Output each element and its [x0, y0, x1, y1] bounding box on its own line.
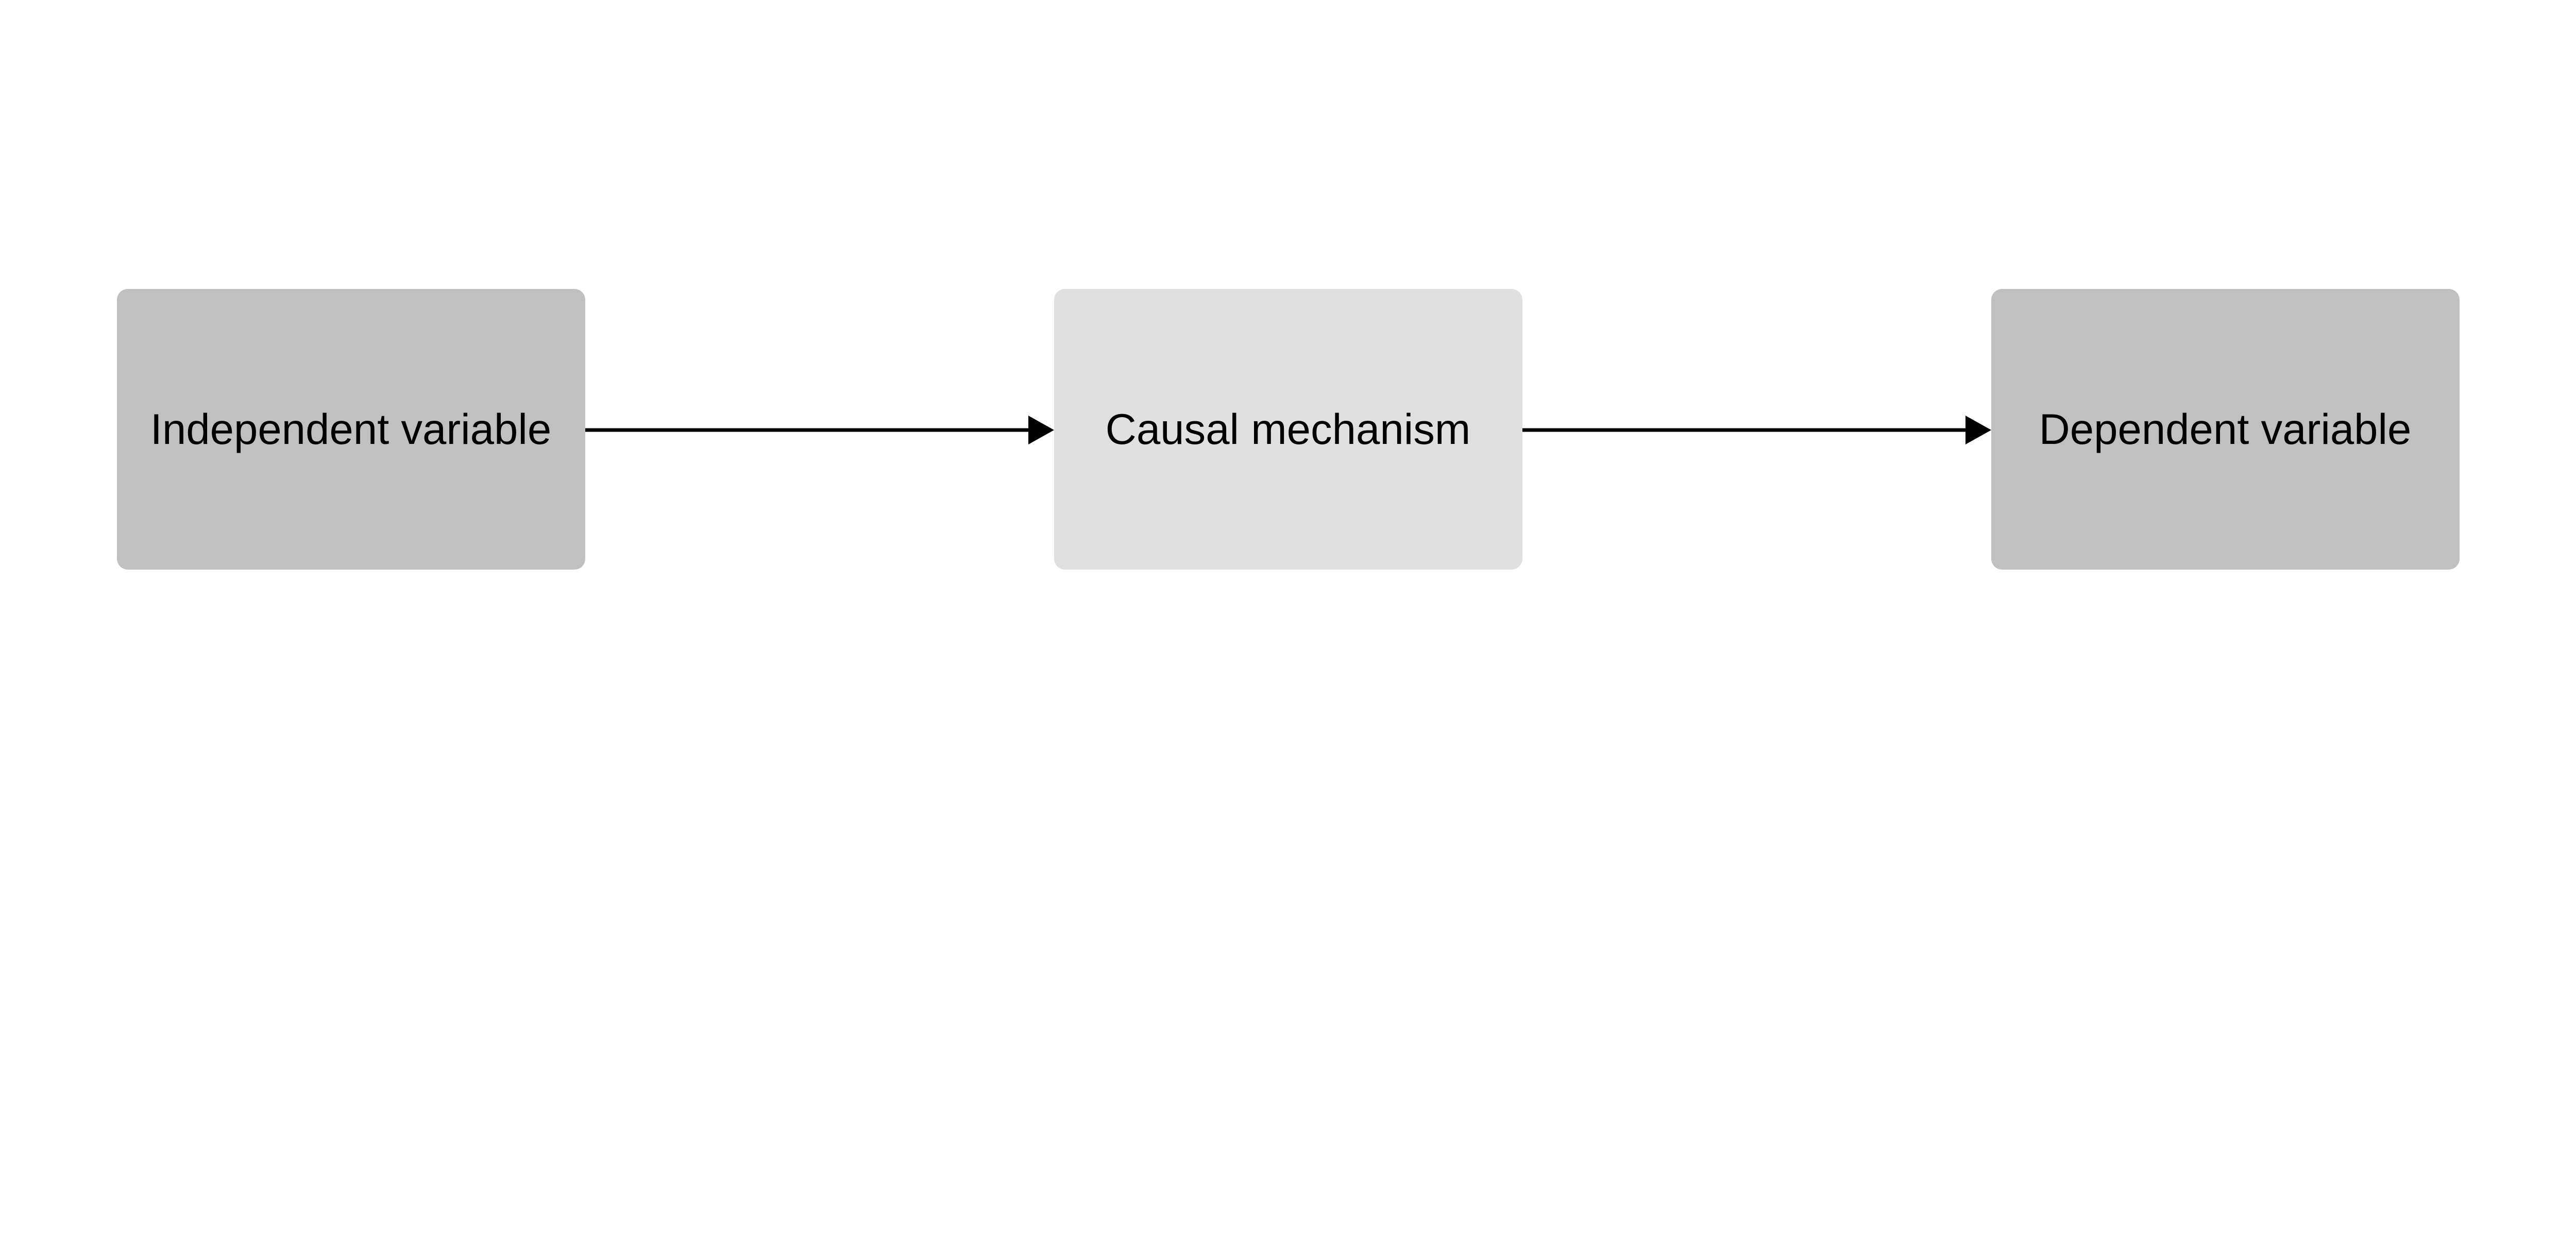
- edge-mechanism-to-dependent: [1522, 415, 1991, 445]
- arrowhead-icon: [1965, 415, 1991, 444]
- edge-line: [1522, 428, 1967, 432]
- node-dependent-variable: Dependent variable: [1991, 289, 2460, 570]
- node-causal-mechanism: Causal mechanism: [1054, 289, 1522, 570]
- node-independent-variable: Independent variable: [116, 289, 585, 570]
- node-label: Causal mechanism: [1105, 405, 1471, 453]
- node-label: Dependent variable: [2039, 405, 2412, 453]
- edge-line: [585, 428, 1029, 432]
- edge-independent-to-mechanism: [585, 415, 1054, 445]
- arrowhead-icon: [1028, 415, 1054, 444]
- node-label: Independent variable: [150, 405, 552, 453]
- flow-diagram: Independent variable Causal mechanism De…: [116, 289, 2460, 570]
